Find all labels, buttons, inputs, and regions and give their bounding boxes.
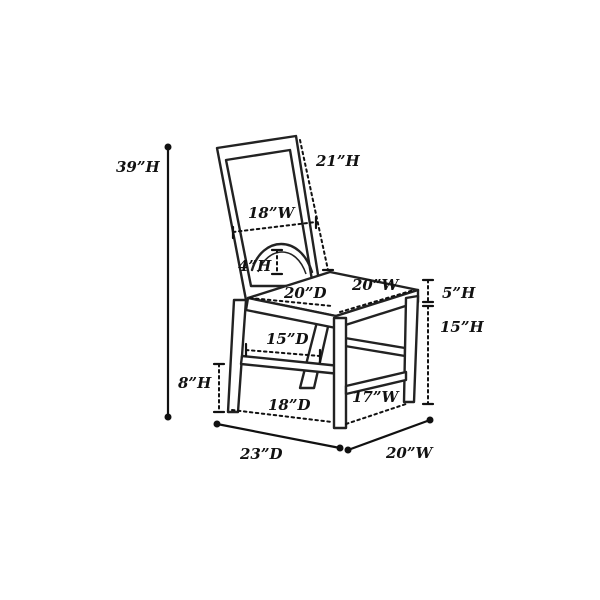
seat-depth-label: 20”D — [283, 284, 327, 302]
rear-leg-right — [298, 316, 332, 390]
stretcher-depth-line — [245, 349, 321, 357]
backrest-arch-inner — [257, 251, 307, 275]
leg-front-center — [332, 316, 348, 430]
side-stretcher-right — [343, 336, 407, 358]
back-width-label: 18”W — [248, 204, 297, 222]
seat-height-label: 15”H — [440, 318, 485, 336]
back-height-line — [299, 139, 329, 271]
overall-depth-label: 23”D — [239, 445, 283, 463]
total-height-label: 39”H — [116, 158, 161, 176]
dimension-labels: 39”H 21”H 18”W 4”H 20”D 20”W 5”H 15”H 15… — [116, 152, 485, 463]
bottom-depth-line — [231, 409, 333, 423]
total-height-bottom-dot — [164, 413, 172, 421]
backrest-arch — [250, 243, 314, 274]
overall-depth-line — [215, 422, 342, 450]
seat-width-label: 20”W — [351, 276, 401, 294]
arch-height-label: 4”H — [238, 257, 272, 275]
seat-width-line — [339, 289, 415, 313]
overall-width-left-dot — [344, 446, 352, 454]
front-stretcher — [344, 370, 408, 396]
back-height-label: 21”H — [315, 152, 361, 170]
dimension-lines — [164, 139, 435, 454]
bottom-width-line — [345, 403, 407, 425]
seat-depth-line — [249, 297, 333, 307]
stretcher-depth-label: 15”D — [266, 330, 309, 348]
seat-thickness-label: 5”H — [442, 284, 476, 302]
total-height-top-dot — [164, 143, 172, 151]
overall-depth-right-dot — [336, 444, 344, 452]
leg-back-left — [226, 298, 248, 414]
overall-width-right-dot — [426, 416, 434, 424]
stretcher-height-label: 8”H — [178, 374, 212, 392]
chair-illustration — [215, 134, 420, 430]
leg-front-right — [402, 294, 420, 404]
bottom-depth-label: 18”D — [268, 396, 311, 414]
bottom-width-label: 17”W — [352, 388, 401, 406]
overall-depth-left-dot — [213, 420, 221, 428]
overall-width-label: 20”W — [385, 444, 435, 462]
back-width-line — [232, 221, 317, 233]
side-stretcher-left — [239, 354, 342, 376]
overall-width-line — [346, 418, 432, 452]
